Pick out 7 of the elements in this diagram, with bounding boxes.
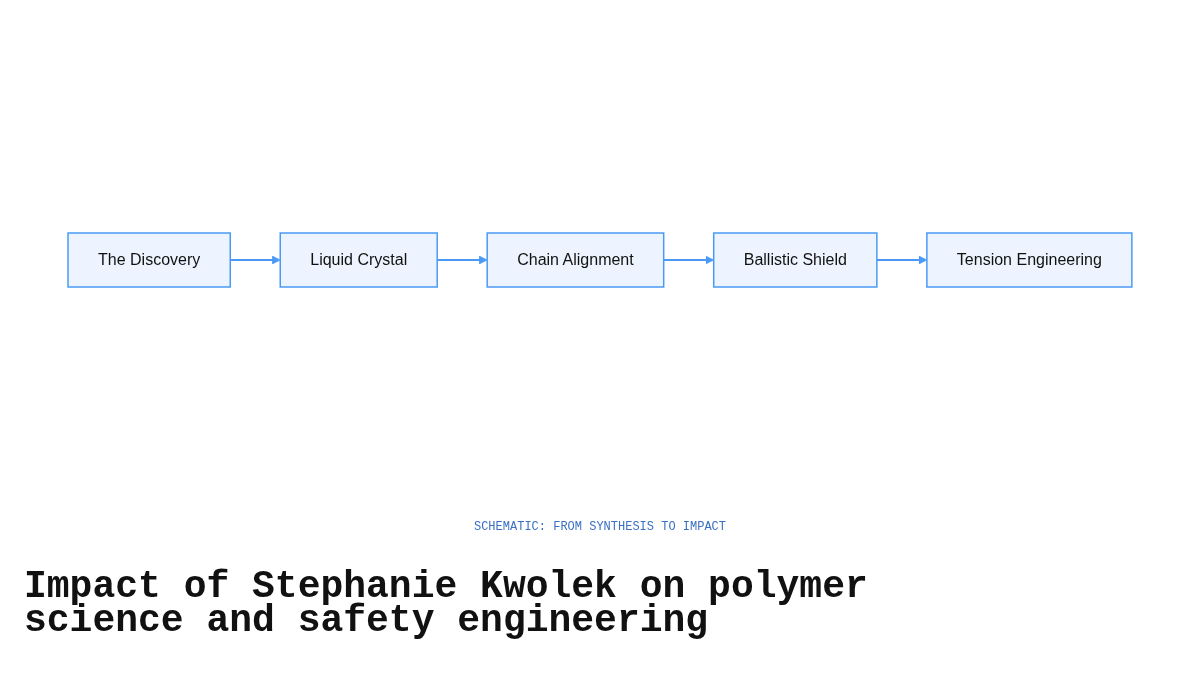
schematic-caption: SCHEMATIC: FROM SYNTHESIS TO IMPACT (472, 520, 727, 534)
node-box: Chain Alignment (486, 232, 665, 288)
node-box: Liquid Crystal (279, 232, 438, 288)
title: Impact of Stephanie Kwolek on polymer science and safety engineering (24, 570, 869, 638)
node-box: The Discovery (67, 232, 232, 288)
node-box: Ballistic Shield (713, 232, 878, 288)
node-box: Tension Engineering (926, 232, 1133, 288)
